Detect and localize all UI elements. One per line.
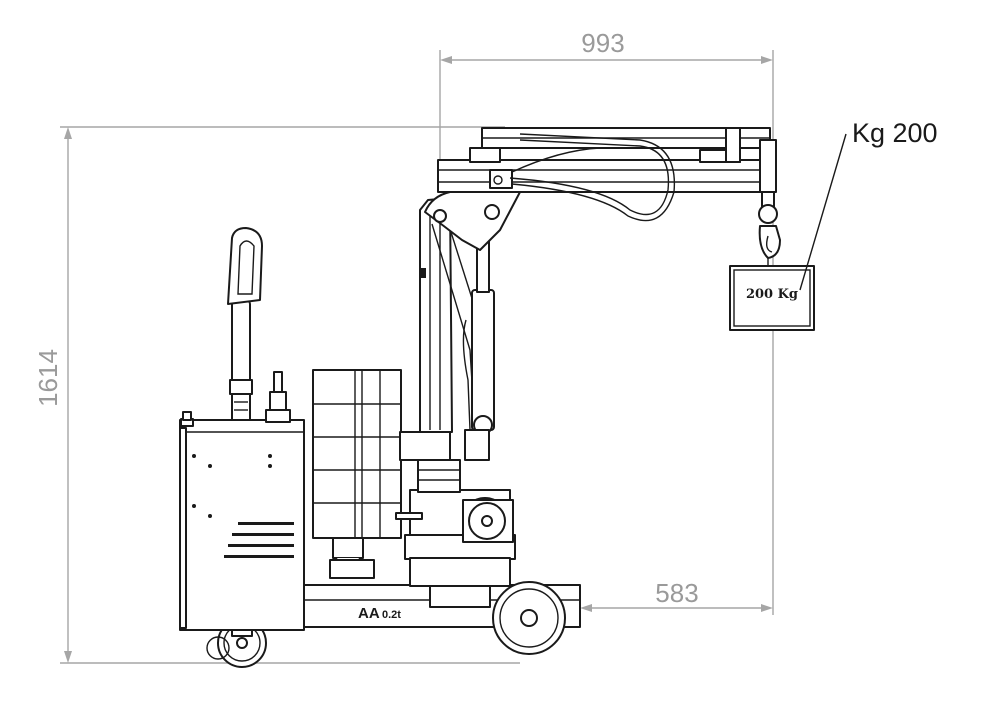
load-callout: Kg 200 [799, 118, 938, 291]
brand-capacity: 0.2t [382, 609, 401, 621]
dimension-base: 583 [580, 578, 773, 612]
brand-logo: AA [358, 605, 380, 622]
dimension-reach-label: 993 [581, 28, 624, 58]
crane-mast [419, 197, 495, 461]
counterweight [312, 369, 402, 579]
load-box-label: 200 Kg [746, 287, 798, 302]
load-callout-label: Kg 200 [852, 118, 938, 148]
dimension-height-label: 1614 [33, 349, 63, 407]
slew-unit [395, 431, 516, 587]
control-box [179, 411, 305, 631]
brand-plate: AA 0.2t [358, 605, 401, 622]
dimension-height: 1614 [33, 126, 520, 664]
crane-boom [424, 127, 777, 251]
dimension-base-label: 583 [655, 578, 698, 608]
emergency-stop [265, 371, 291, 423]
crane-hook [758, 191, 781, 259]
tiller-handle [227, 227, 263, 421]
load-weight: 200 Kg [729, 258, 815, 331]
